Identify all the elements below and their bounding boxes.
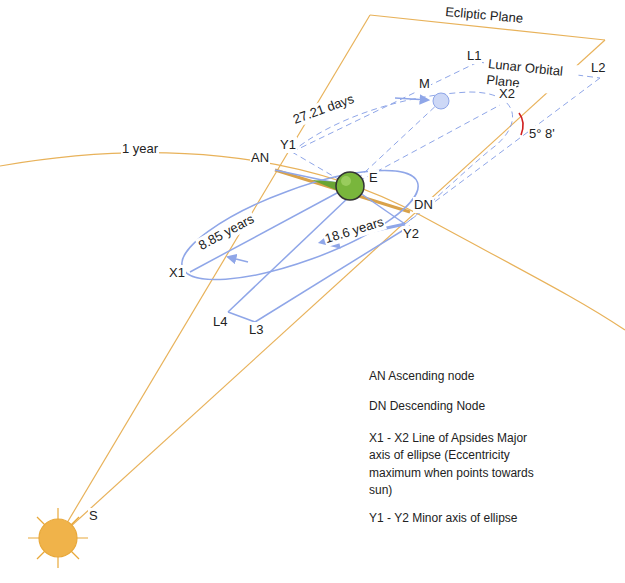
moon bbox=[433, 93, 449, 109]
legend-note: X1 - X2 Line of Apsides Major axis of el… bbox=[368, 430, 542, 500]
diagram-label: DN bbox=[413, 197, 434, 213]
legend-note: Y1 - Y2 Minor axis of ellipse bbox=[368, 510, 519, 527]
diagram-label: 1 year bbox=[121, 141, 159, 157]
inclination-angle bbox=[519, 113, 523, 135]
diagram-label: 27.21 days bbox=[290, 91, 357, 128]
diagram-label: Ecliptic Plane bbox=[444, 4, 525, 27]
moon-direction-arrow bbox=[395, 98, 428, 100]
diagram-label: L3 bbox=[248, 322, 264, 338]
diagram-label: 8.85 years bbox=[195, 211, 258, 254]
earth-motion-arrow bbox=[312, 180, 338, 190]
apsides-ellipse bbox=[170, 148, 430, 301]
diagram-label: AN bbox=[250, 150, 270, 166]
diagram-label: S bbox=[88, 508, 99, 524]
diagram-label: Y2 bbox=[402, 226, 420, 242]
earth bbox=[336, 172, 364, 200]
line-of-nodes bbox=[275, 170, 410, 212]
precession-arrow bbox=[228, 257, 248, 262]
diagram-label: L1 bbox=[466, 48, 482, 64]
earth-highlight bbox=[341, 176, 351, 186]
sun bbox=[28, 508, 88, 568]
diagram-label: E bbox=[368, 170, 379, 186]
legend-note: DN Descending Node bbox=[368, 398, 486, 415]
diagram-label: 5° 8' bbox=[528, 126, 556, 142]
diagram-label: X1 bbox=[168, 265, 186, 281]
diagram-label: M bbox=[418, 76, 431, 92]
ecliptic-plane bbox=[58, 15, 605, 538]
diagram-label: Y1 bbox=[279, 137, 297, 153]
diagram-label: L2 bbox=[590, 60, 606, 76]
nodal-precession-plane bbox=[228, 196, 410, 322]
diagram-label: X2 bbox=[498, 86, 516, 102]
diagram-label: L4 bbox=[212, 314, 228, 330]
legend-note: AN Ascending node bbox=[368, 368, 475, 385]
earth-orbit bbox=[0, 153, 625, 330]
diagram-label: 18.6 years bbox=[322, 214, 387, 247]
